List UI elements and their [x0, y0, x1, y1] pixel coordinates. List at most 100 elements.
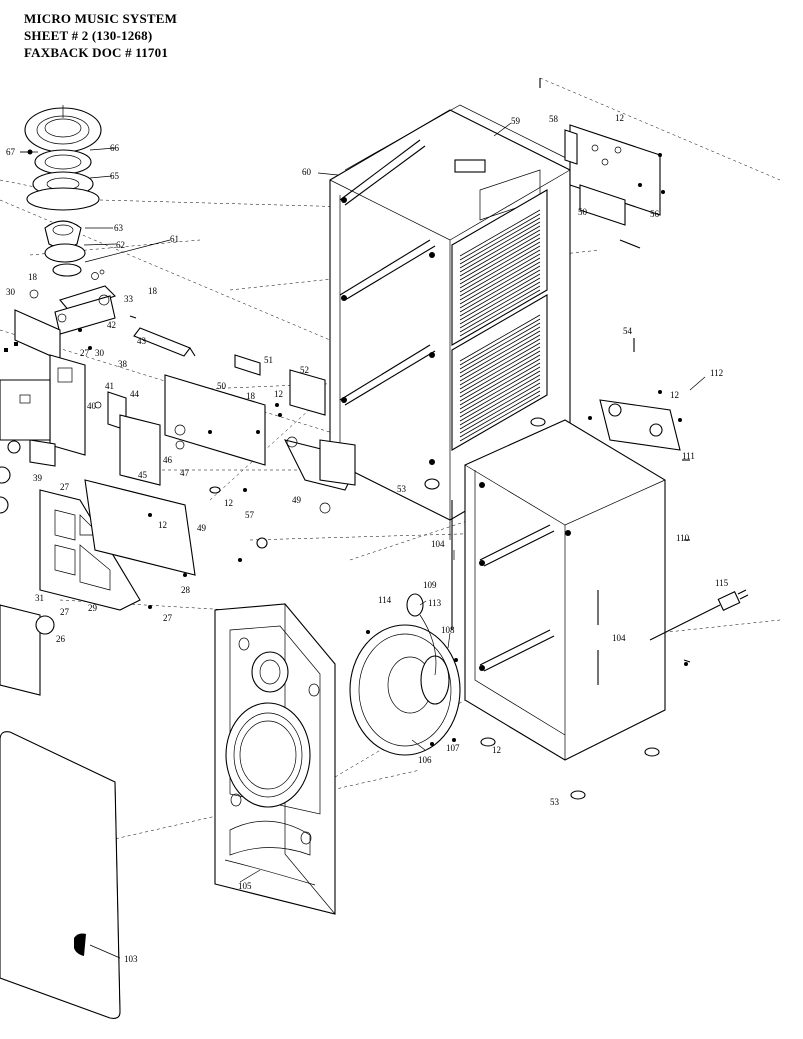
callout-104: 104: [612, 633, 626, 643]
callout-114: 114: [378, 595, 392, 605]
grill-slat: [459, 338, 541, 386]
callout-12: 12: [274, 389, 283, 399]
callout-45: 45: [138, 470, 148, 480]
grill-slat: [459, 253, 541, 301]
grill-slat: [459, 390, 541, 438]
callout-12: 12: [615, 113, 624, 123]
grill-slat: [459, 261, 541, 309]
grill-slat: [459, 281, 541, 329]
bracket-assembly: [4, 269, 196, 361]
callout-26: 26: [56, 634, 66, 644]
grill-slat: [459, 318, 541, 366]
callout-61: 61: [170, 234, 179, 244]
callout-50: 50: [217, 381, 227, 391]
transport-frame: [0, 479, 196, 696]
grill-slat: [459, 322, 541, 370]
callout-58: 58: [549, 114, 559, 124]
grill-slat: [459, 237, 541, 285]
grill-slat: [459, 209, 541, 257]
callout-53: 53: [550, 797, 560, 807]
callout-49: 49: [197, 523, 207, 533]
grill-slat: [459, 394, 541, 442]
callout-27: 27: [163, 613, 173, 623]
callout-33: 33: [124, 294, 134, 304]
callout-105: 105: [238, 881, 252, 891]
grill-slat: [459, 346, 541, 394]
grill-slat: [459, 213, 541, 261]
grill-slat: [459, 249, 541, 297]
callout-18: 18: [28, 272, 38, 282]
tweeter-assembly: [20, 105, 171, 277]
grill-slat: [459, 225, 541, 273]
callout-65: 65: [110, 171, 120, 181]
callout-110: 110: [676, 533, 690, 543]
diagram-header: MICRO MUSIC SYSTEM SHEET # 2 (130-1268) …: [24, 10, 177, 61]
grill-slat: [459, 269, 541, 317]
callout-12: 12: [670, 390, 679, 400]
grill-slat: [459, 241, 541, 289]
grill-slat: [459, 229, 541, 277]
callout-112: 112: [710, 368, 723, 378]
upper-grill-panels: [451, 189, 548, 451]
callout-29: 29: [88, 603, 98, 613]
callout-42: 42: [107, 320, 116, 330]
callout-67: 67: [6, 147, 16, 157]
callout-18: 18: [148, 286, 158, 296]
callout-56: 56: [650, 209, 660, 219]
screws: [129, 78, 691, 663]
callout-18: 18: [246, 391, 256, 401]
grill-slat: [459, 217, 541, 265]
callout-63: 63: [114, 223, 124, 233]
callout-51: 51: [264, 355, 273, 365]
grill-slat: [459, 285, 541, 333]
grill-slat: [459, 342, 541, 390]
callout-111: 111: [682, 451, 695, 461]
callout-27: 27: [60, 607, 70, 617]
mechanism-board: [0, 354, 282, 486]
grill-slat: [459, 245, 541, 293]
grill-slat: [459, 386, 541, 434]
callout-30: 30: [6, 287, 16, 297]
grill-slat: [459, 233, 541, 281]
callout-leaders: [20, 122, 706, 959]
callout-43: 43: [137, 336, 147, 346]
callout-49: 49: [292, 495, 302, 505]
callout-12: 12: [492, 745, 501, 755]
callout-103: 103: [124, 954, 138, 964]
callout-108: 108: [441, 625, 455, 635]
callout-107: 107: [446, 743, 460, 753]
rear-terminal-plate: [564, 124, 665, 249]
grill-slat: [459, 350, 541, 398]
callout-54: 54: [623, 326, 633, 336]
grill-slat: [459, 257, 541, 305]
callout-28: 28: [181, 585, 191, 595]
callout-38: 38: [118, 359, 128, 369]
callout-115: 115: [715, 578, 729, 588]
callout-40: 40: [87, 401, 97, 411]
callout-39: 39: [33, 473, 43, 483]
callout-27: 27: [80, 348, 90, 358]
grill-cover: [0, 731, 121, 1019]
callout-labels: 67 66 65 63 62 61 18 18 30 33 42 43 27 3…: [6, 113, 729, 964]
callout-53: 53: [397, 484, 407, 494]
callout-104: 104: [431, 539, 445, 549]
callout-30: 30: [95, 348, 105, 358]
callout-62: 62: [116, 240, 125, 250]
callout-106: 106: [418, 755, 432, 765]
grill-slat: [459, 358, 541, 406]
callout-12: 12: [158, 520, 167, 530]
side-panel-112: [588, 390, 682, 451]
callout-12: 12: [224, 498, 233, 508]
grill-slat: [459, 273, 541, 321]
callout-46: 46: [163, 455, 173, 465]
callout-57: 57: [245, 510, 255, 520]
callout-41: 41: [105, 381, 114, 391]
grill-slat: [459, 265, 541, 313]
front-baffle: [214, 603, 336, 915]
grill-slat: [459, 382, 541, 430]
grill-slat: [459, 326, 541, 374]
grill-slat: [459, 289, 541, 337]
power-cord: [649, 589, 749, 666]
grill-slat: [459, 354, 541, 402]
